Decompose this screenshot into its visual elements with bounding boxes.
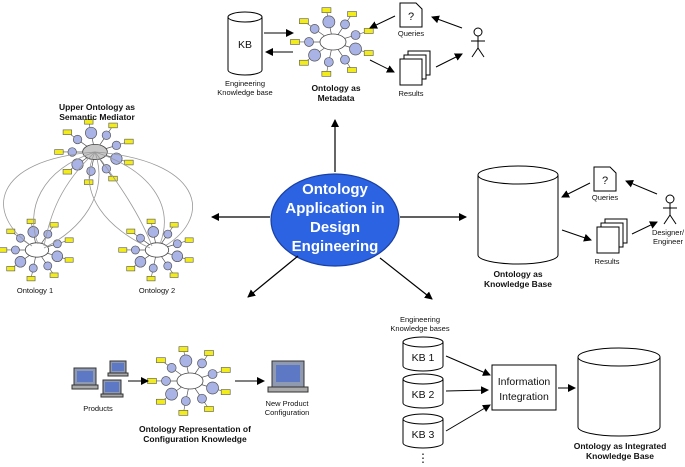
- top-user-icon: [471, 27, 485, 58]
- top-metadata-network: [290, 7, 374, 77]
- center-ellipse: [270, 173, 400, 267]
- kbs-caption-1: Engineering: [400, 315, 440, 324]
- right-queries-label: Queries: [592, 193, 619, 202]
- left-ontology2-label: Ontology 2: [139, 286, 175, 295]
- arrow-down-left: [247, 255, 299, 298]
- bottom-right-title-2: Knowledge Base: [586, 451, 654, 461]
- new-config-label-2: Configuration: [265, 408, 310, 417]
- kb1-cylinder: [402, 336, 444, 372]
- right-results-label: Results: [594, 257, 619, 266]
- right-results-to-user: [631, 221, 658, 235]
- top-user-to-queries: [431, 15, 463, 29]
- right-user-label-1: Designer/: [652, 228, 685, 237]
- top-results-label: Results: [398, 89, 423, 98]
- kb1-to-integration: [445, 355, 491, 376]
- ontology2-network: [118, 218, 194, 282]
- right-user-to-queries: [625, 180, 658, 195]
- right-query-mark: ?: [602, 175, 608, 187]
- kb2-cylinder: [402, 373, 444, 409]
- kb3-label: KB 3: [412, 429, 435, 441]
- right-queries-to-kb: [561, 182, 591, 198]
- products-computer-icons: [71, 360, 129, 398]
- ontology1-network: [0, 218, 74, 282]
- right-kb-to-results: [561, 229, 592, 242]
- top-query-mark: ?: [408, 11, 414, 23]
- right-title-2: Knowledge Base: [484, 279, 552, 289]
- left-title-1: Upper Ontology as: [59, 102, 135, 112]
- new-config-computer-icon: [267, 360, 309, 393]
- center-line-1: Ontology: [302, 181, 368, 198]
- integration-label-2: Integration: [499, 391, 549, 403]
- right-kb-cylinder: [477, 165, 559, 265]
- top-queries-label: Queries: [398, 29, 425, 38]
- left-title-2: Semantic Mediator: [59, 112, 135, 122]
- right-title-1: Ontology as: [493, 269, 542, 279]
- bottom-right-title-1: Ontology as Integrated: [574, 441, 667, 451]
- right-query-doc: [593, 166, 617, 192]
- integrated-kb-cylinder: [577, 347, 661, 437]
- top-kb-caption-2: Knowledge base: [217, 88, 272, 97]
- kbs-caption-2: Knowledge bases: [390, 324, 449, 333]
- top-kb-caption-1: Engineering: [225, 79, 265, 88]
- left-mediator-curves: [3, 151, 193, 249]
- kb2-to-integration: [445, 386, 489, 395]
- top-queries-to-onto: [369, 15, 396, 29]
- top-kb-label: KB: [238, 39, 252, 51]
- top-results-to-user: [435, 53, 463, 68]
- right-user-icon: [663, 194, 677, 225]
- right-results-docs: [596, 218, 628, 254]
- kb3-cylinder: [402, 413, 444, 449]
- top-query-doc: [399, 2, 423, 28]
- products-label: Products: [83, 404, 113, 413]
- right-user-label-2: Engineer: [653, 237, 684, 246]
- kb3-to-integration: [445, 404, 491, 432]
- top-results-docs: [399, 50, 431, 86]
- center-line-4: Engineering: [292, 238, 379, 255]
- integration-box: [491, 364, 557, 411]
- top-title-1: Ontology as: [311, 83, 360, 93]
- integration-label-1: Information: [498, 376, 551, 388]
- config-network: [147, 346, 231, 416]
- center-line-2: Application in: [285, 200, 384, 217]
- center-line-3: Design: [310, 219, 360, 236]
- left-ontology1-label: Ontology 1: [17, 286, 53, 295]
- kb-ellipsis: ⋮: [417, 451, 429, 465]
- top-onto-to-results: [369, 59, 395, 73]
- bottom-left-title-1: Ontology Representation of: [139, 424, 251, 434]
- top-title-2: Metadata: [318, 93, 355, 103]
- new-config-label-1: New Product: [266, 399, 310, 408]
- bottom-left-title-2: Configuration Knowledge: [143, 434, 247, 444]
- kb1-label: KB 1: [412, 352, 435, 364]
- arrow-down-right: [379, 257, 433, 300]
- top-kb-cylinder: [227, 11, 263, 76]
- kb2-label: KB 2: [412, 389, 435, 401]
